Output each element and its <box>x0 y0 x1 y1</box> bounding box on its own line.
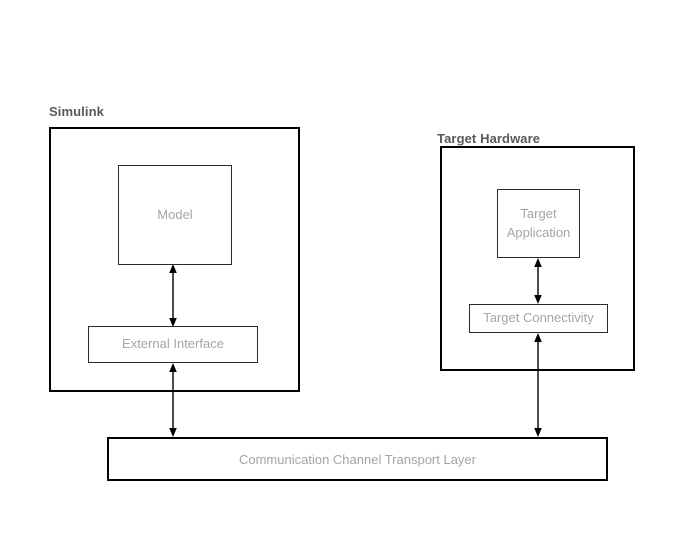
block-target-connectivity[interactable]: Target Connectivity <box>469 304 608 333</box>
block-transport-layer-label: Communication Channel Transport Layer <box>238 451 476 467</box>
block-target-application[interactable]: Target Application <box>497 189 580 258</box>
connector-target-application-to-target-connectivity <box>534 258 542 304</box>
connector-target-connectivity-to-transport-layer <box>534 333 542 437</box>
connector-external-interface-to-transport-layer <box>169 363 177 437</box>
group-label-simulink: Simulink <box>49 104 104 119</box>
connector-model-to-external-interface <box>169 264 177 327</box>
block-target-application-label-line2: Application <box>506 224 571 240</box>
block-external-interface[interactable]: External Interface <box>88 326 258 363</box>
container-simulink <box>49 127 300 392</box>
block-model[interactable]: Model <box>118 165 232 265</box>
block-target-application-label-line1: Target <box>520 205 557 221</box>
block-target-connectivity-label: Target Connectivity <box>483 310 594 326</box>
block-communication-channel-transport-layer[interactable]: Communication Channel Transport Layer <box>107 437 608 481</box>
block-model-label: Model <box>157 206 193 222</box>
group-label-target-hardware: Target Hardware <box>437 131 541 146</box>
block-external-interface-label: External Interface <box>122 336 224 352</box>
